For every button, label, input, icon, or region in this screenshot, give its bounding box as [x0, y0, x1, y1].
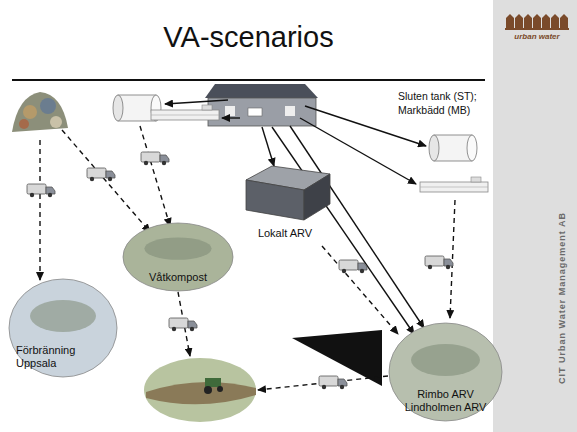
truck-icon — [425, 256, 453, 269]
truck-icon — [141, 152, 169, 165]
slide-title: VA-scenarios — [12, 20, 485, 54]
site-node: Våtkompost — [122, 222, 234, 292]
truck-icon — [339, 260, 367, 273]
side-band — [493, 0, 577, 432]
company-name: CIT Urban Water Management AB — [556, 183, 568, 413]
flow-arrows — [165, 100, 426, 334]
waste-pile — [12, 92, 68, 132]
logo-text: urban water — [500, 31, 574, 42]
site-node: Förbränning Uppsala — [8, 278, 118, 378]
field-photo — [144, 358, 256, 422]
legend-note: Sluten tank (ST); Markbädd (MB) — [398, 90, 490, 117]
site-label: Rimbo ARV Lindholmen ARV — [400, 388, 492, 414]
truck-icon — [169, 318, 197, 331]
truck-icon — [319, 376, 347, 389]
treatment-node: Lokalt ARV — [232, 158, 338, 248]
soil-bed-symbol — [151, 105, 219, 120]
soil-bed-symbol — [420, 177, 488, 192]
site-label: Lokalt ARV — [235, 227, 335, 240]
truck-icon — [87, 168, 115, 181]
title-rule — [12, 79, 485, 81]
house — [205, 84, 318, 126]
logo-icon — [505, 14, 569, 30]
tank-symbol — [429, 135, 477, 161]
truck-icon — [27, 184, 55, 197]
site-label: Våtkompost — [128, 271, 228, 284]
site-node: Rimbo ARV Lindholmen ARV — [388, 322, 503, 422]
site-label: Förbränning Uppsala — [16, 344, 94, 370]
